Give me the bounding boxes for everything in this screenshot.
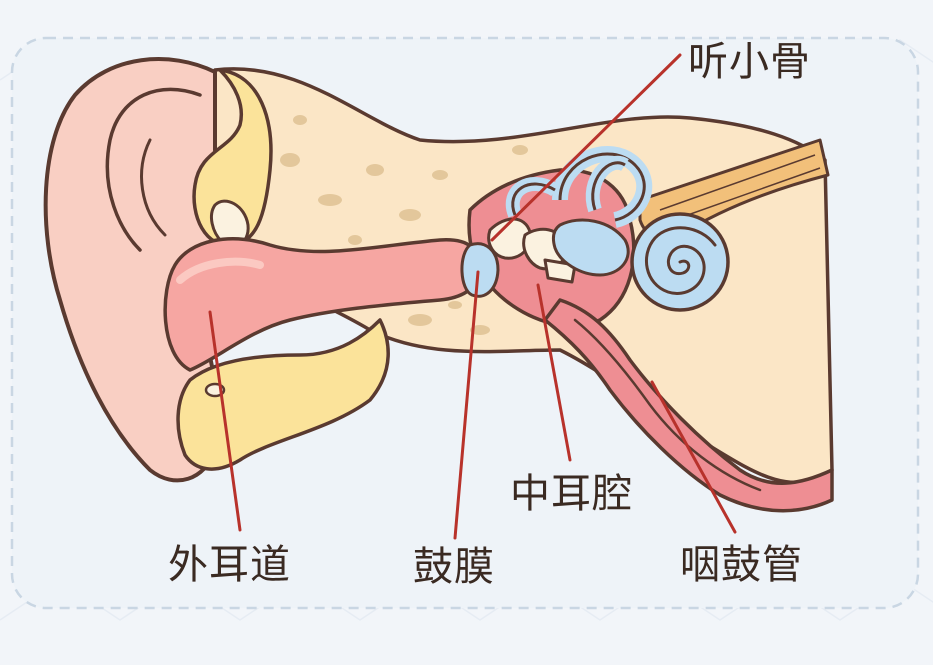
cochlea bbox=[630, 212, 730, 312]
eardrum bbox=[460, 242, 500, 298]
pointer-middle-ear bbox=[536, 283, 572, 462]
ear-canal bbox=[163, 237, 482, 372]
label-eardrum: 鼓膜 bbox=[413, 544, 495, 590]
vestibule bbox=[551, 218, 630, 277]
eustachian-tube-inner bbox=[573, 318, 762, 492]
label-eustachian-tube: 咽鼓管 bbox=[680, 542, 803, 588]
cartilage-lower bbox=[176, 318, 390, 471]
pinna-fold-2 bbox=[140, 138, 167, 237]
pointer-ossicles bbox=[490, 53, 682, 242]
label-middle-ear: 中耳腔 bbox=[510, 471, 633, 517]
semicircular-canals bbox=[505, 146, 653, 228]
label-ossicles: 听小骨 bbox=[688, 39, 811, 85]
label-ear-canal: 外耳道 bbox=[168, 542, 291, 588]
pointer-eustachian bbox=[650, 380, 737, 534]
pointer-eardrum bbox=[453, 270, 480, 540]
cartilage-upper bbox=[192, 68, 273, 248]
bone-texture bbox=[280, 115, 528, 335]
pinna-inner-fold bbox=[105, 87, 202, 252]
eustachian-tube bbox=[543, 298, 834, 513]
ear-canal-highlight bbox=[176, 257, 264, 284]
pointer-lines bbox=[208, 53, 737, 540]
pointer-ear-canal bbox=[208, 310, 242, 532]
